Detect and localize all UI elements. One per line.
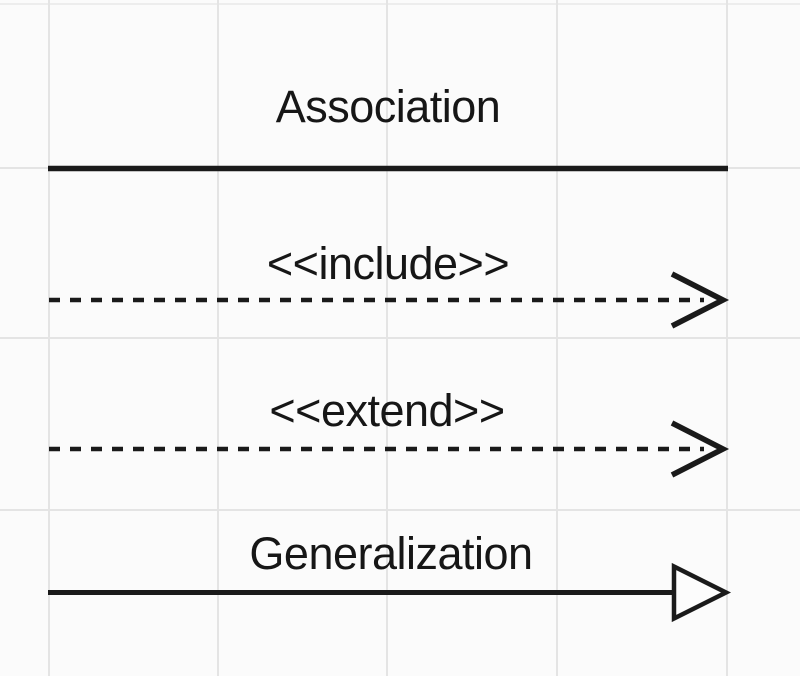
generalization-connector bbox=[48, 562, 732, 623]
open-arrowhead bbox=[670, 271, 730, 329]
extend-label: <<extend>> bbox=[269, 385, 505, 436]
grid-line-horizontal bbox=[0, 3, 800, 5]
extend-connector bbox=[49, 420, 730, 478]
hollow-triangle-arrowhead bbox=[671, 562, 732, 623]
grid-line-vertical bbox=[726, 0, 728, 676]
grid-line-vertical bbox=[48, 0, 50, 676]
grid-line-horizontal bbox=[0, 509, 800, 511]
grid-line-vertical bbox=[217, 0, 219, 676]
generalization-label: Generalization bbox=[249, 528, 533, 579]
include-label: <<include>> bbox=[266, 238, 510, 289]
grid-line-horizontal bbox=[0, 337, 800, 339]
association-label: Association bbox=[275, 81, 501, 132]
grid-line-vertical bbox=[386, 0, 388, 676]
grid-line-vertical bbox=[556, 0, 558, 676]
include-connector bbox=[49, 271, 730, 329]
open-arrowhead bbox=[670, 420, 730, 478]
